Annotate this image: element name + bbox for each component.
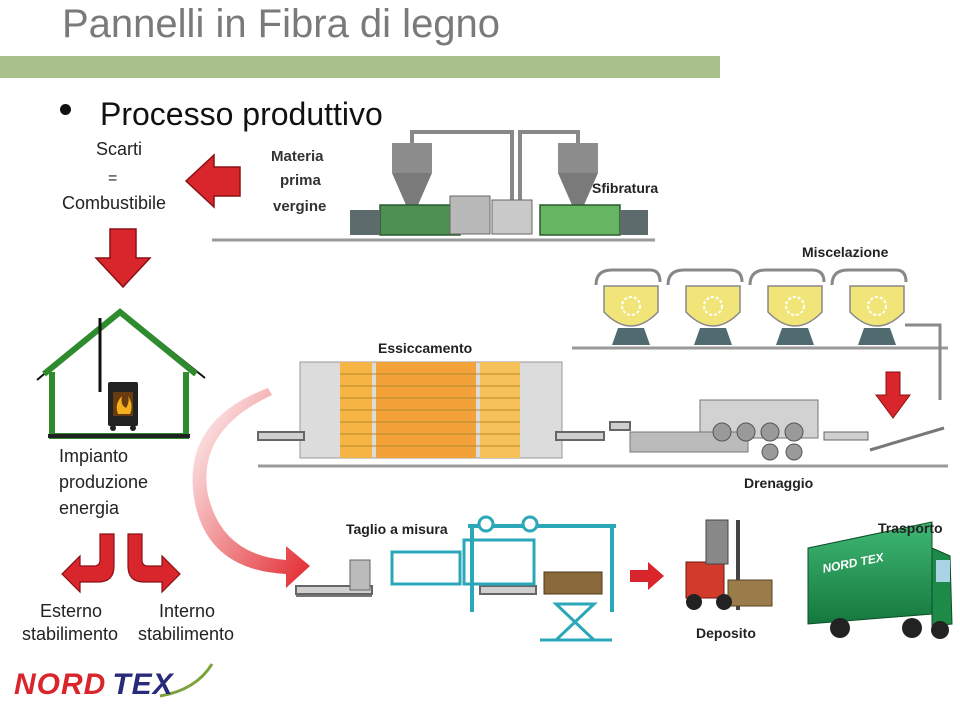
label-equals: = — [108, 170, 118, 187]
logo-part-nord: NORD — [14, 668, 107, 701]
curved-arrow-left-icon — [61, 533, 115, 594]
curved-arrow-right-icon — [127, 533, 181, 594]
conveyor-lines — [257, 421, 631, 595]
sfibratura-machine — [212, 130, 655, 242]
arrow-left-icon — [184, 153, 241, 209]
stage-taglio: Taglio a misura — [346, 521, 448, 537]
arrow-down-icon — [94, 228, 152, 289]
label-energia: energia — [59, 498, 120, 518]
label-combustibile: Combustibile — [62, 193, 167, 213]
label-prima: prima — [280, 172, 321, 189]
arrow-right-small-icon — [630, 562, 664, 590]
logo-swoosh — [159, 663, 214, 698]
stage-essiccamento: Essiccamento — [378, 340, 473, 356]
label-interno: Interno — [159, 601, 216, 621]
label-esterno: Esterno — [40, 601, 103, 621]
stage-trasporto: Trasporto — [878, 520, 943, 536]
label-produzione: produzione — [59, 472, 149, 492]
label-materia: Materia — [271, 148, 324, 165]
bullet-heading: Processo produttivo — [100, 96, 383, 132]
logo-part-tex: TEX — [112, 668, 174, 701]
arrow-down-small-icon — [875, 371, 911, 419]
bullet-dot — [60, 104, 71, 115]
truck-icon — [807, 521, 953, 639]
stage-deposito: Deposito — [696, 625, 756, 641]
drenaggio-press — [629, 399, 945, 461]
label-impianto: Impianto — [59, 446, 129, 466]
label-esterno-stabilimento: stabilimento — [22, 624, 119, 644]
stage-miscelazione: Miscelazione — [802, 244, 889, 260]
label-scarti: Scarti — [96, 139, 143, 159]
label-vergine: vergine — [273, 198, 327, 215]
label-interno-stabilimento: stabilimento — [138, 624, 235, 644]
stage-sfibratura: Sfibratura — [592, 180, 659, 196]
forklift-icon — [685, 519, 773, 610]
essiccamento-dryer — [258, 361, 948, 468]
page-title: Pannelli in Fibra di legno — [62, 2, 501, 46]
house-icon — [36, 308, 206, 439]
title-underline-bar — [0, 56, 720, 78]
stage-drenaggio: Drenaggio — [744, 475, 814, 491]
miscelazione-mixers — [572, 268, 948, 400]
curved-arrow-big-icon — [192, 388, 310, 588]
taglio-machine — [296, 515, 616, 642]
